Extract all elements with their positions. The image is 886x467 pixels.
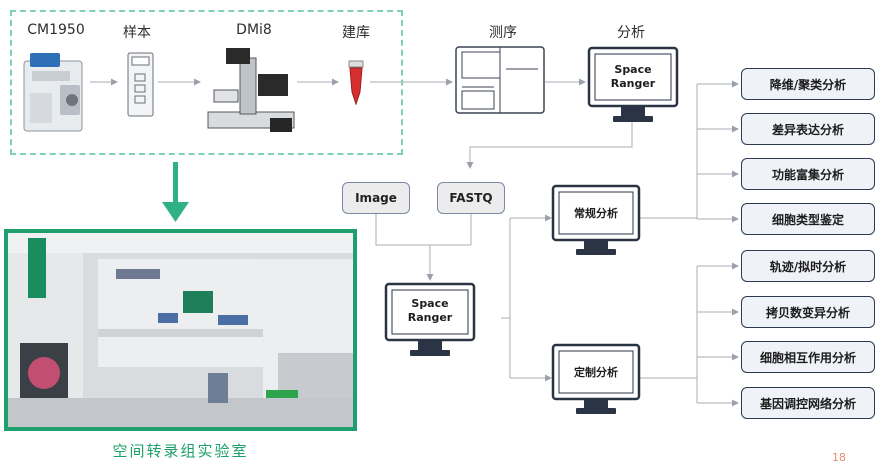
lab-caption: 空间转录组实验室	[112, 442, 249, 460]
down-arrow-icon	[162, 162, 189, 222]
lab-photo	[4, 229, 357, 431]
custom-analysis-label: 定制分析	[574, 366, 618, 379]
space-ranger-top-line2: Ranger	[610, 77, 656, 90]
step-label-cm1950: CM1950	[27, 22, 85, 38]
input-image: Image	[342, 182, 410, 214]
space-ranger-mid-line1: Space	[411, 297, 449, 310]
microscope-icon	[207, 48, 295, 132]
result-gene-regulatory-network: 基因调控网络分析	[741, 387, 875, 419]
cryostat-icon	[23, 53, 83, 132]
sequencer-icon	[455, 46, 545, 114]
lab-photo-image	[8, 233, 353, 427]
step-label-dmi8: DMi8	[236, 22, 272, 38]
wet-lab-workflow-box	[10, 10, 403, 155]
result-trajectory-pseudotime: 轨迹/拟时分析	[741, 250, 875, 282]
step-label-library: 建库	[342, 25, 370, 41]
monitor-icon	[384, 282, 476, 356]
space-ranger-mid-label: Space Ranger	[392, 297, 468, 325]
monitor-icon	[551, 184, 641, 255]
step-label-analysis: 分析	[617, 25, 645, 41]
space-ranger-top-line1: Space	[614, 63, 652, 76]
monitor-icon	[551, 343, 641, 414]
result-dimred-clustering: 降维/聚类分析	[741, 68, 875, 100]
routine-analysis-label: 常规分析	[574, 207, 618, 220]
step-label-sample: 样本	[123, 25, 151, 41]
monitor-icon	[587, 46, 679, 122]
space-ranger-mid-line2: Ranger	[407, 311, 453, 324]
step-label-sequencing: 测序	[489, 25, 517, 41]
result-differential-expression: 差异表达分析	[741, 113, 875, 145]
input-fastq: FASTQ	[437, 182, 505, 214]
result-copy-number-variation: 拷贝数变异分析	[741, 296, 875, 328]
tube-icon	[348, 60, 364, 106]
space-ranger-top-label: Space Ranger	[595, 63, 671, 91]
slide-icon	[127, 52, 154, 117]
result-cell-type-identification: 细胞类型鉴定	[741, 203, 875, 235]
result-cell-interaction: 细胞相互作用分析	[741, 341, 875, 373]
result-functional-enrichment: 功能富集分析	[741, 158, 875, 190]
page-number: 18	[832, 451, 846, 464]
